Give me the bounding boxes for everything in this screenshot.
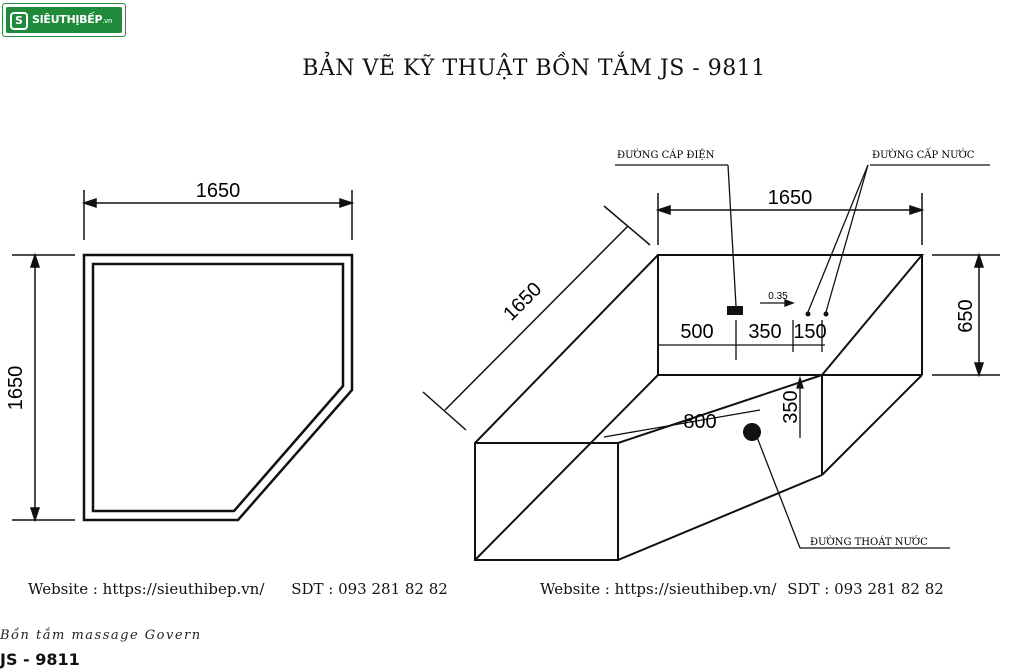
iso-height-dimension: [932, 252, 1000, 378]
site-logo[interactable]: S SIÊUTHỊBẾP.vn: [2, 3, 126, 37]
top-view-height-dimension: [12, 252, 75, 523]
logo-mark-icon: S: [10, 12, 28, 30]
electric-cable-label: ĐƯỜNG CÁP ĐIỆN: [617, 149, 715, 161]
footer-right: Website : https://sieuthibep.vn/ SDT : 0…: [540, 580, 944, 598]
drain-hole-marker: [743, 423, 761, 441]
dim-150-label: 150: [793, 321, 826, 343]
dim-800-label: 800: [683, 411, 716, 433]
dim-500-label: 500: [680, 321, 713, 343]
footer-phone-2: SDT : 093 281 82 82: [787, 580, 944, 598]
iso-view-box: [474, 254, 925, 561]
iso-diagonal-dimension: [422, 205, 651, 431]
footer-website-2[interactable]: Website : https://sieuthibep.vn/: [540, 580, 777, 598]
product-name: Bồn tắm massage Govern: [0, 628, 202, 643]
iso-inner-dimensions: [658, 299, 825, 360]
footer-phone-1: SDT : 093 281 82 82: [291, 580, 448, 598]
dim-vertical-350-label: 350: [780, 390, 802, 423]
leader-lines: [615, 164, 990, 549]
drawing-title: BẢN VẼ KỸ THUẬT BỒN TẮM JS - 9811: [302, 56, 766, 81]
water-supply-label: ĐƯỜNG CẤP NƯỚC: [872, 148, 975, 161]
water-supply-point-2: [823, 311, 829, 317]
iso-vertical-350-dimension: [796, 375, 804, 438]
electric-socket-marker: [727, 306, 743, 315]
logo-background: S SIÊUTHỊBẾP.vn: [6, 7, 122, 33]
product-code: JS - 9811: [0, 650, 80, 669]
top-view-width-label: 1650: [196, 180, 241, 202]
footer-website-1[interactable]: Website : https://sieuthibep.vn/: [28, 580, 265, 598]
iso-800-dimension: [603, 409, 761, 438]
iso-diagonal-label: 1650: [499, 278, 546, 325]
iso-top-width-label: 1650: [768, 187, 813, 209]
drain-label: ĐƯỜNG THOÁT NƯỚC: [810, 536, 928, 548]
top-view-height-label: 1650: [5, 366, 27, 411]
top-view-width-dimension: [81, 190, 355, 240]
top-view-outline: [82, 253, 354, 522]
logo-text: SIÊUTHỊBẾP.vn: [32, 13, 113, 26]
dim-350-label: 350: [748, 321, 781, 343]
iso-height-label: 650: [955, 299, 977, 332]
iso-top-width-dimension: [655, 193, 925, 245]
water-supply-point-1: [805, 311, 811, 317]
footer-left: Website : https://sieuthibep.vn/ SDT : 0…: [28, 580, 448, 598]
dim-035-label: 0.35: [768, 291, 788, 302]
